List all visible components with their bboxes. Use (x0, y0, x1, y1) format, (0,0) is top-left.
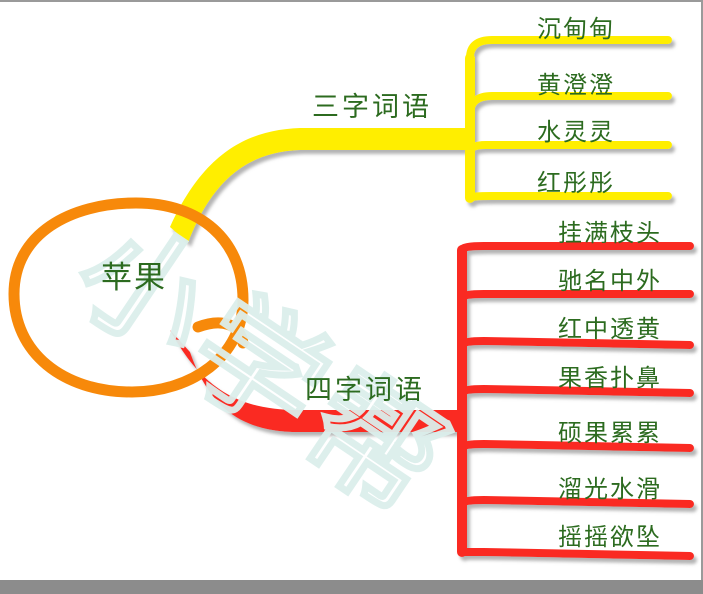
leaf-label-r-3: 红中透黄 (558, 317, 662, 343)
center-node-ellipse (8, 197, 249, 398)
branch-red-group (170, 242, 694, 560)
center-ellipse-tail (192, 317, 249, 349)
bottom-bar (0, 580, 703, 594)
frame-right-border (701, 0, 703, 580)
branch-yellow-stem (170, 128, 470, 243)
leaf-label-y-2: 黄澄澄 (537, 73, 615, 99)
leaf-connector-r-7 (458, 548, 694, 560)
leaf-label-r-2: 驰名中外 (558, 269, 662, 295)
leaf-connector-y-1 (466, 36, 672, 62)
branch-label-three-char: 三字词语 (312, 92, 432, 122)
frame-top-border (0, 0, 703, 2)
leaf-label-y-1: 沉甸甸 (537, 17, 615, 43)
leaf-label-r-4: 果香扑鼻 (558, 366, 662, 392)
leaf-label-y-3: 水灵灵 (537, 120, 615, 146)
leaf-connector-r-3 (458, 336, 694, 349)
leaf-label-r-5: 硕果累累 (558, 421, 662, 447)
leaf-connector-r-5 (458, 439, 694, 452)
center-node-label: 苹果 (101, 260, 167, 295)
center-ellipse-outline (8, 197, 249, 398)
branch-red-stem (170, 330, 462, 432)
leaf-connector-r-6 (458, 495, 694, 508)
leaf-connector-y-4 (466, 192, 672, 202)
branch-label-four-char: 四字词语 (305, 375, 425, 405)
leaf-label-r-6: 溜光水滑 (558, 477, 662, 503)
leaf-connector-r-2 (458, 290, 694, 302)
leaf-connector-y-2 (466, 92, 672, 118)
leaf-label-y-4: 红彤彤 (537, 171, 615, 197)
leaf-label-r-7: 摇摇欲坠 (558, 525, 662, 551)
leaf-connector-r-1 (458, 242, 694, 254)
leaf-label-r-1: 挂满枝头 (558, 221, 662, 247)
leaf-connector-r-4 (458, 384, 694, 397)
branch-yellow-group (170, 36, 672, 243)
leaf-connector-y-3 (466, 141, 672, 156)
